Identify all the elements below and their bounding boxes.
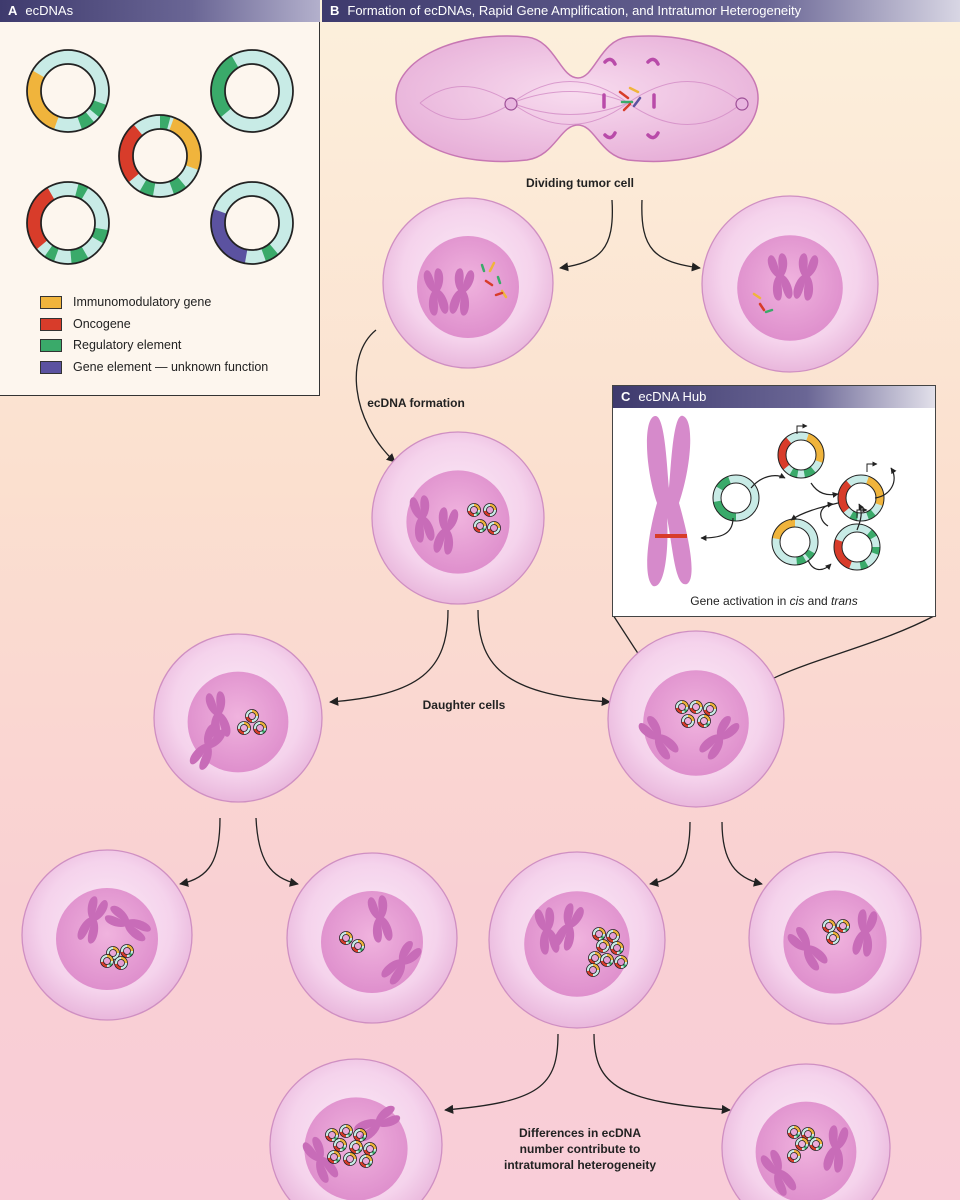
ecdna-ring-3 xyxy=(211,50,293,132)
differences-label-line1: Differences in ecDNA xyxy=(500,1126,660,1140)
cell-after-ecdna-formation xyxy=(372,432,544,604)
legend-label-unknown: Gene element — unknown function xyxy=(73,360,268,374)
ecdna-ring-1 xyxy=(27,50,109,132)
hub-ecdna-2 xyxy=(778,432,824,478)
hub-ecdna-1 xyxy=(713,475,759,521)
legend-swatch-oncogene xyxy=(40,318,62,331)
great-granddaughter-cell-2 xyxy=(722,1064,890,1200)
legend-item-unknown: Gene element — unknown function xyxy=(40,360,310,378)
dividing-cell-label: Dividing tumor cell xyxy=(520,176,640,190)
ecdna-hub-illustration xyxy=(613,408,934,592)
ecdna-ring-5 xyxy=(211,182,293,264)
differences-label-line3: intratumoral heterogeneity xyxy=(500,1158,660,1172)
chromosome xyxy=(647,416,692,586)
gene-activation-label: Gene activation in cis and trans xyxy=(613,594,935,608)
gene-activation-prefix: Gene activation in xyxy=(690,594,789,608)
panel-a: Immunomodulatory gene Oncogene Regulator… xyxy=(0,22,320,396)
legend-swatch-unknown xyxy=(40,361,62,374)
dividing-tumor-cell xyxy=(396,36,758,161)
panel-c-title: ecDNA Hub xyxy=(638,389,706,404)
gene-activation-and: and xyxy=(804,594,831,608)
differences-label-line2: number contribute to xyxy=(500,1142,660,1156)
panel-b-letter: B xyxy=(330,3,339,18)
legend-item-oncogene: Oncogene xyxy=(40,317,310,335)
legend-label-immunomodulatory: Immunomodulatory gene xyxy=(73,295,211,309)
legend-label-oncogene: Oncogene xyxy=(73,317,131,331)
panel-b-header: B Formation of ecDNAs, Rapid Gene Amplifi… xyxy=(322,0,960,22)
daughter-cell-left xyxy=(154,634,322,802)
panel-c-header: CecDNA Hub xyxy=(613,386,935,408)
legend-item-regulatory: Regulatory element xyxy=(40,338,310,356)
granddaughter-cell-2 xyxy=(287,853,457,1023)
great-granddaughter-cell-1 xyxy=(270,1059,442,1200)
daughter-cell-right xyxy=(608,631,784,807)
ecdna-ring-4 xyxy=(27,182,109,264)
legend-label-regulatory: Regulatory element xyxy=(73,338,181,352)
gene-activation-trans: trans xyxy=(831,594,858,608)
panel-a-rings xyxy=(0,22,318,282)
ecdna-ring-2 xyxy=(119,115,201,197)
granddaughter-cell-3 xyxy=(489,852,665,1028)
legend-item-immunomodulatory: Immunomodulatory gene xyxy=(40,295,310,313)
legend-swatch-regulatory xyxy=(40,339,62,352)
gene-activation-cis: cis xyxy=(790,594,805,608)
ecdna-formation-label: ecDNA formation xyxy=(366,396,466,410)
granddaughter-cell-4 xyxy=(749,852,921,1024)
panel-c: CecDNA Hub Gene activation in cis and tr… xyxy=(612,385,936,617)
hub-ecdna-5 xyxy=(834,524,880,570)
cell-with-fragments xyxy=(383,198,553,368)
legend-swatch-immunomodulatory xyxy=(40,296,62,309)
panel-a-title: ecDNAs xyxy=(25,3,73,18)
panel-c-letter: C xyxy=(621,389,630,404)
hub-ecdna-4 xyxy=(772,519,818,565)
granddaughter-cell-1 xyxy=(22,850,192,1020)
cell-without-ecdna xyxy=(702,196,878,372)
daughter-cells-label: Daughter cells xyxy=(412,698,516,712)
panel-b-title: Formation of ecDNAs, Rapid Gene Amplific… xyxy=(347,3,801,18)
panel-a-header: AecDNAs xyxy=(0,0,320,22)
panel-a-letter: A xyxy=(8,3,17,18)
